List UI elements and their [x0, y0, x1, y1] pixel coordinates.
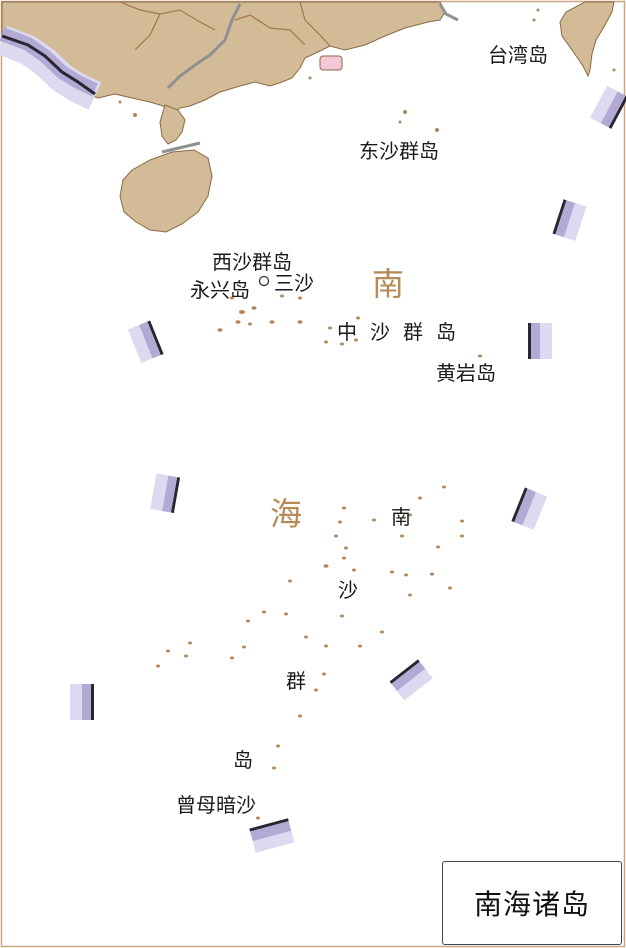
strait-line	[161, 141, 201, 154]
dash-segment-2	[552, 199, 587, 241]
leizhou-peninsula	[159, 104, 186, 145]
river	[166, 3, 242, 90]
province-border	[134, 13, 161, 51]
province-border	[299, 1, 331, 47]
river	[438, 3, 459, 22]
taiwan-label: 台湾岛	[488, 43, 548, 67]
taiwan-island	[559, 1, 615, 78]
dash-segment-1	[590, 85, 626, 129]
zhongsha-label: 中沙群岛	[337, 320, 469, 344]
zengmu-label: 曾母暗沙	[176, 793, 256, 817]
nansha-label-2: 沙	[338, 578, 358, 602]
nansha-label-1: 南	[391, 505, 411, 529]
dash-segment-6	[249, 818, 295, 853]
huangyan-label: 黄岩岛	[436, 361, 496, 385]
dongsha-label: 东沙群岛	[359, 139, 439, 163]
dash-segment-9	[127, 320, 164, 363]
province-border	[119, 1, 216, 31]
hainan-island	[119, 149, 213, 233]
dash-segment-5	[389, 659, 433, 701]
nansha-islands	[156, 485, 464, 820]
hong-kong-marker	[319, 55, 343, 71]
nansha-label-4: 岛	[233, 748, 253, 772]
inset-title-box: 南海诸岛	[442, 861, 622, 945]
yongxing-label: 永兴岛	[190, 278, 250, 302]
dash-segment-8	[150, 473, 181, 514]
coastal-islands	[118, 8, 616, 132]
nansha-label-3: 群	[286, 669, 306, 693]
xisha-islands	[217, 294, 303, 332]
province-border	[234, 14, 306, 46]
sea-label-2: 海	[270, 495, 303, 533]
xisha-label: 西沙群岛	[212, 250, 292, 274]
sansha-label: 三沙	[274, 271, 314, 295]
boundary-segments	[0, 25, 102, 110]
sea-label-1: 南	[372, 265, 405, 303]
dash-segment-3	[528, 323, 552, 359]
sansha-city-marker	[258, 275, 270, 287]
zhongsha-islands	[324, 316, 482, 358]
dash-segment-7	[70, 684, 94, 720]
inset-title: 南海诸岛	[473, 888, 590, 921]
dash-segment-4	[511, 487, 548, 530]
